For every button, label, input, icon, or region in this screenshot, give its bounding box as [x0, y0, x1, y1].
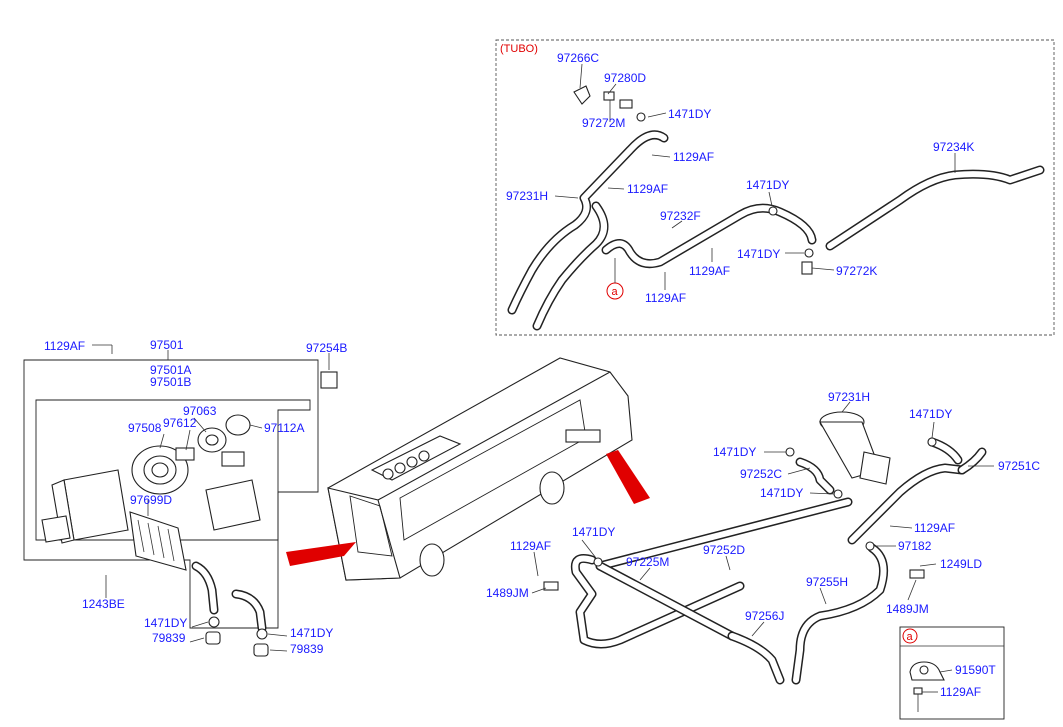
label-97266C: 97266C: [557, 51, 599, 65]
label-97231H-right: 97231H: [828, 390, 870, 404]
label-91590T: 91590T: [955, 663, 996, 677]
resistor-97112A: [221, 414, 251, 467]
fitting-97266C: [573, 85, 591, 105]
heater-outer-frame: [23, 359, 319, 629]
label-97251C: 97251C: [998, 459, 1040, 473]
clamp-97182: [865, 541, 875, 551]
clip-91590T: [909, 661, 945, 681]
tubo-title: (TUBO): [500, 43, 538, 55]
label-97231H-tubo: 97231H: [506, 189, 548, 203]
fitting-97272K: [801, 261, 813, 275]
label-1471DY-right-a: 1471DY: [713, 445, 756, 459]
fan-97063: [197, 427, 227, 453]
label-79839-a: 79839: [152, 631, 186, 645]
cap-79839-b: [253, 643, 269, 657]
clamp-1471DY-right-c: [927, 437, 937, 447]
bracket-1489JM-a: [543, 581, 559, 591]
detail-a-frame: [899, 626, 1005, 720]
label-97255H: 97255H: [806, 575, 848, 589]
clamp-1471DY-tubo-b: [768, 206, 778, 216]
clamp-1471DY-right-a: [785, 447, 795, 457]
tubo-detail-frame: [495, 39, 1055, 336]
heater-inner-frame: [35, 399, 311, 541]
label-97234K: 97234K: [933, 140, 974, 154]
label-1129AF-right: 1129AF: [914, 521, 955, 535]
label-97508: 97508: [128, 421, 162, 435]
label-1129AF-tubo-c: 1129AF: [689, 264, 730, 278]
heater-hose-a: [191, 561, 267, 633]
label-1471DY-mid: 1471DY: [572, 525, 615, 539]
detail-a-letter: a: [907, 631, 914, 643]
hose-97225M: [570, 554, 745, 649]
hose-97232F: [601, 203, 817, 269]
bracket-1489JM-b: [909, 569, 925, 579]
hose-97234K: [825, 165, 1045, 251]
label-97501B: 97501B: [150, 375, 191, 389]
bus-illustration: [327, 357, 633, 581]
callout-a-letter: a: [612, 286, 619, 298]
label-97501A: 97501A: [150, 363, 191, 377]
red-arrow-rear: [606, 450, 650, 504]
clamp-1471DY-left-a: [208, 616, 220, 628]
hose-97256J: [727, 631, 785, 685]
label-1129AF-left: 1129AF: [44, 339, 85, 353]
clamp-1471DY-tubo-c: [804, 248, 814, 258]
bolt-1129AF-detail: [913, 687, 923, 712]
hose-97231H-tubo: [507, 130, 669, 331]
label-1471DY-tubo-a: 1471DY: [668, 107, 711, 121]
red-arrow-front: [286, 542, 356, 566]
duct-97231H: [819, 411, 891, 485]
label-97272K: 97272K: [836, 264, 877, 278]
label-1249LD: 1249LD: [940, 557, 982, 571]
label-97612: 97612: [163, 416, 197, 430]
hose-97255H: [791, 543, 889, 685]
label-97182: 97182: [898, 539, 932, 553]
label-97254B: 97254B: [306, 341, 347, 355]
label-97272M: 97272M: [582, 116, 625, 130]
label-1129AF-tubo-a: 1129AF: [673, 150, 714, 164]
label-1471DY-left-b: 1471DY: [290, 626, 333, 640]
label-97063: 97063: [183, 404, 217, 418]
label-97256J: 97256J: [745, 609, 784, 623]
label-97501: 97501: [150, 338, 184, 352]
detail-a-marker: [902, 628, 918, 644]
label-1471DY-right-b: 1471DY: [760, 486, 803, 500]
label-97252D: 97252D: [703, 543, 745, 557]
bracket-97254B: [320, 371, 338, 389]
label-1243BE: 1243BE: [82, 597, 125, 611]
label-97280D: 97280D: [604, 71, 646, 85]
clamp-1471DY-tubo-a: [636, 112, 646, 122]
label-97699D: 97699D: [130, 493, 172, 507]
cap-79839-a: [205, 631, 221, 645]
hose-97252C: [795, 457, 835, 495]
label-97112A: 97112A: [264, 421, 304, 435]
motor-97612: [175, 447, 195, 461]
hose-97252D: [595, 497, 853, 571]
fitting-97280D: [603, 91, 633, 109]
label-1129AF-mid: 1129AF: [510, 539, 551, 553]
clamp-1471DY-left-b: [256, 628, 268, 640]
duct-part: [205, 479, 261, 531]
label-1471DY-tubo-b: 1471DY: [746, 178, 789, 192]
clamp-1471DY-right-b: [833, 489, 843, 499]
label-97232F: 97232F: [660, 209, 701, 223]
label-1129AF-detail: 1129AF: [940, 685, 981, 699]
label-1489JM-mid: 1489JM: [486, 586, 529, 600]
label-97225M: 97225M: [626, 555, 669, 569]
label-97252C: 97252C: [740, 467, 782, 481]
label-1471DY-tubo-c: 1471DY: [737, 247, 780, 261]
label-1129AF-tubo-d: 1129AF: [645, 291, 686, 305]
label-1489JM-right: 1489JM: [886, 602, 929, 616]
blower-97508: [131, 445, 189, 495]
case-housing: [41, 469, 129, 544]
label-1471DY-right-c: 1471DY: [909, 407, 952, 421]
label-1129AF-tubo-b: 1129AF: [627, 182, 668, 196]
label-79839-b: 79839: [290, 642, 324, 656]
clamp-1471DY-right-d: [593, 557, 603, 567]
core-97699D: [129, 511, 187, 571]
label-1471DY-left-a: 1471DY: [144, 616, 187, 630]
